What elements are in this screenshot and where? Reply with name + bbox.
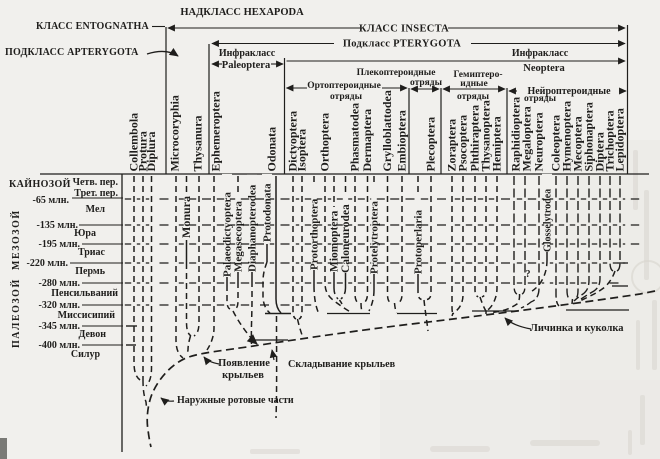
svg-text:Phthiraptera: Phthiraptera bbox=[467, 105, 481, 172]
svg-text:Collembola: Collembola bbox=[126, 113, 140, 172]
svg-text:Protodonata: Protodonata bbox=[261, 183, 273, 242]
svg-text:Thysanoptera: Thysanoptera bbox=[478, 100, 492, 171]
svg-text:-65 млн.: -65 млн. bbox=[32, 195, 69, 206]
svg-text:Phasmatodea: Phasmatodea bbox=[347, 103, 361, 172]
svg-text:КЛАСС ENTOGNATHA: КЛАСС ENTOGNATHA bbox=[36, 21, 149, 32]
svg-text:Caloneurodea: Caloneurodea bbox=[340, 204, 352, 273]
svg-text:Protelytroptera: Protelytroptera bbox=[368, 201, 380, 274]
svg-text:Coleoptera: Coleoptera bbox=[548, 115, 562, 172]
svg-text:Odonata: Odonata bbox=[264, 127, 278, 172]
svg-text:Isoptera: Isoptera bbox=[294, 129, 308, 172]
svg-text:Ортоптероидные: Ортоптероидные bbox=[307, 81, 381, 91]
svg-text:Protura: Protura bbox=[135, 131, 149, 171]
svg-text:Zoraptera: Zoraptera bbox=[444, 119, 458, 172]
svg-text:Siphonaptera: Siphonaptera bbox=[581, 102, 595, 171]
svg-text:отряды: отряды bbox=[410, 78, 443, 88]
svg-text:КАЙНОЗОЙ: КАЙНОЗОЙ bbox=[9, 178, 71, 190]
svg-text:Protoperlaria: Protoperlaria bbox=[412, 210, 424, 274]
svg-text:Девон: Девон bbox=[78, 329, 106, 340]
svg-text:Нейроптероидные: Нейроптероидные bbox=[527, 86, 611, 97]
svg-text:Diplura: Diplura bbox=[144, 131, 158, 171]
svg-text:Мел: Мел bbox=[86, 204, 106, 215]
svg-text:Личинка и куколка: Личинка и куколка bbox=[530, 323, 624, 334]
svg-text:Raphidioptera: Raphidioptera bbox=[508, 97, 522, 172]
svg-text:идные: идные bbox=[460, 79, 487, 89]
svg-text:-195 млн.: -195 млн. bbox=[38, 239, 80, 250]
svg-text:Microcoryphia: Microcoryphia bbox=[167, 95, 181, 171]
svg-text:-135 млн.: -135 млн. bbox=[36, 220, 78, 231]
svg-text:Четв. пер.: Четв. пер. bbox=[73, 177, 119, 188]
svg-text:отряды: отряды bbox=[457, 92, 490, 102]
svg-text:Гемиптеро-: Гемиптеро- bbox=[453, 70, 502, 80]
svg-text:Miomoptera: Miomoptera bbox=[328, 210, 340, 272]
svg-text:Наружные ротовые части: Наружные ротовые части bbox=[177, 395, 294, 406]
svg-text:Plecoptera: Plecoptera bbox=[423, 117, 437, 172]
svg-text:-400 млн.: -400 млн. bbox=[38, 340, 80, 351]
svg-text:-220 млн.: -220 млн. bbox=[26, 258, 68, 269]
svg-text:-345 млн.: -345 млн. bbox=[38, 321, 80, 332]
svg-text:Diaphanopterodea: Diaphanopterodea bbox=[246, 184, 258, 272]
svg-text:Neoptera: Neoptera bbox=[523, 63, 565, 74]
svg-text:Neuroptera: Neuroptera bbox=[531, 112, 545, 171]
svg-text:Триас: Триас bbox=[78, 247, 106, 258]
svg-text:Dictyoptera: Dictyoptera bbox=[285, 111, 299, 172]
svg-text:НАДКЛАСС HEXAPODA: НАДКЛАСС HEXAPODA bbox=[180, 7, 304, 18]
svg-text:?: ? bbox=[526, 269, 531, 280]
svg-text:-280 млн.: -280 млн. bbox=[38, 278, 80, 289]
svg-text:Paleoptera: Paleoptera bbox=[222, 60, 271, 71]
svg-text:Mecoptera: Mecoptera bbox=[570, 116, 584, 171]
svg-text:Hymenoptera: Hymenoptera bbox=[559, 101, 573, 172]
svg-text:Инфракласс: Инфракласс bbox=[512, 48, 569, 59]
svg-text:Lepidoptera: Lepidoptera bbox=[612, 108, 626, 171]
svg-text:Юра: Юра bbox=[74, 228, 96, 239]
svg-text:ПОДКЛАСС APTERYGOTA: ПОДКЛАСС APTERYGOTA bbox=[5, 47, 139, 58]
svg-text:Protorthoptera: Protorthoptera bbox=[308, 198, 320, 270]
svg-text:Пенсильваний: Пенсильваний bbox=[51, 288, 118, 299]
svg-text:крыльев: крыльев bbox=[222, 370, 264, 381]
svg-text:Trichoptera: Trichoptera bbox=[602, 110, 616, 171]
svg-text:Embioptera: Embioptera bbox=[394, 110, 408, 171]
svg-text:Orthoptera: Orthoptera bbox=[317, 113, 331, 172]
svg-text:Psocoptera: Psocoptera bbox=[455, 115, 469, 172]
svg-text:Плекоптероидные: Плекоптероидные bbox=[357, 68, 436, 78]
svg-text:Diptera: Diptera bbox=[592, 132, 606, 171]
svg-text:отряды: отряды bbox=[330, 92, 363, 102]
svg-text:Силур: Силур bbox=[71, 349, 101, 360]
svg-text:Складывание крыльев: Складывание крыльев bbox=[288, 359, 396, 370]
svg-text:МЕЗОЗОЙ: МЕЗОЗОЙ bbox=[10, 209, 22, 270]
svg-text:Появление: Появление bbox=[218, 358, 270, 369]
svg-text:Glosselytrodea: Glosselytrodea bbox=[542, 189, 553, 252]
svg-text:Megaloptera: Megaloptera bbox=[519, 106, 533, 171]
svg-text:Monura: Monura bbox=[179, 196, 193, 238]
svg-text:ПАЛЕОЗОЙ: ПАЛЕОЗОЙ bbox=[10, 278, 22, 348]
svg-text:Megasecoptera: Megasecoptera bbox=[232, 201, 244, 272]
svg-text:Подкласс PTERYGOTA: Подкласс PTERYGOTA bbox=[343, 39, 461, 50]
svg-text:Thysanura: Thysanura bbox=[190, 115, 204, 171]
svg-text:отряды: отряды bbox=[524, 94, 557, 104]
svg-text:Инфракласс: Инфракласс bbox=[219, 48, 276, 59]
svg-text:Пермь: Пермь bbox=[75, 266, 105, 277]
svg-text:Ephemeroptera: Ephemeroptera bbox=[208, 91, 222, 171]
svg-text:Grylloblattodea: Grylloblattodea bbox=[380, 90, 394, 171]
svg-text:Миссисипий: Миссисипий bbox=[58, 310, 116, 321]
svg-text:Palaeodictyoptera: Palaeodictyoptera bbox=[221, 192, 233, 277]
svg-text:Dermaptera: Dermaptera bbox=[360, 109, 374, 172]
svg-text:-320 млн.: -320 млн. bbox=[38, 300, 80, 311]
svg-text:Hemiptera: Hemiptera bbox=[489, 116, 503, 171]
svg-text:КЛАСС INSECTA: КЛАСС INSECTA bbox=[359, 24, 449, 35]
svg-text:Трет. пер.: Трет. пер. bbox=[74, 188, 118, 199]
